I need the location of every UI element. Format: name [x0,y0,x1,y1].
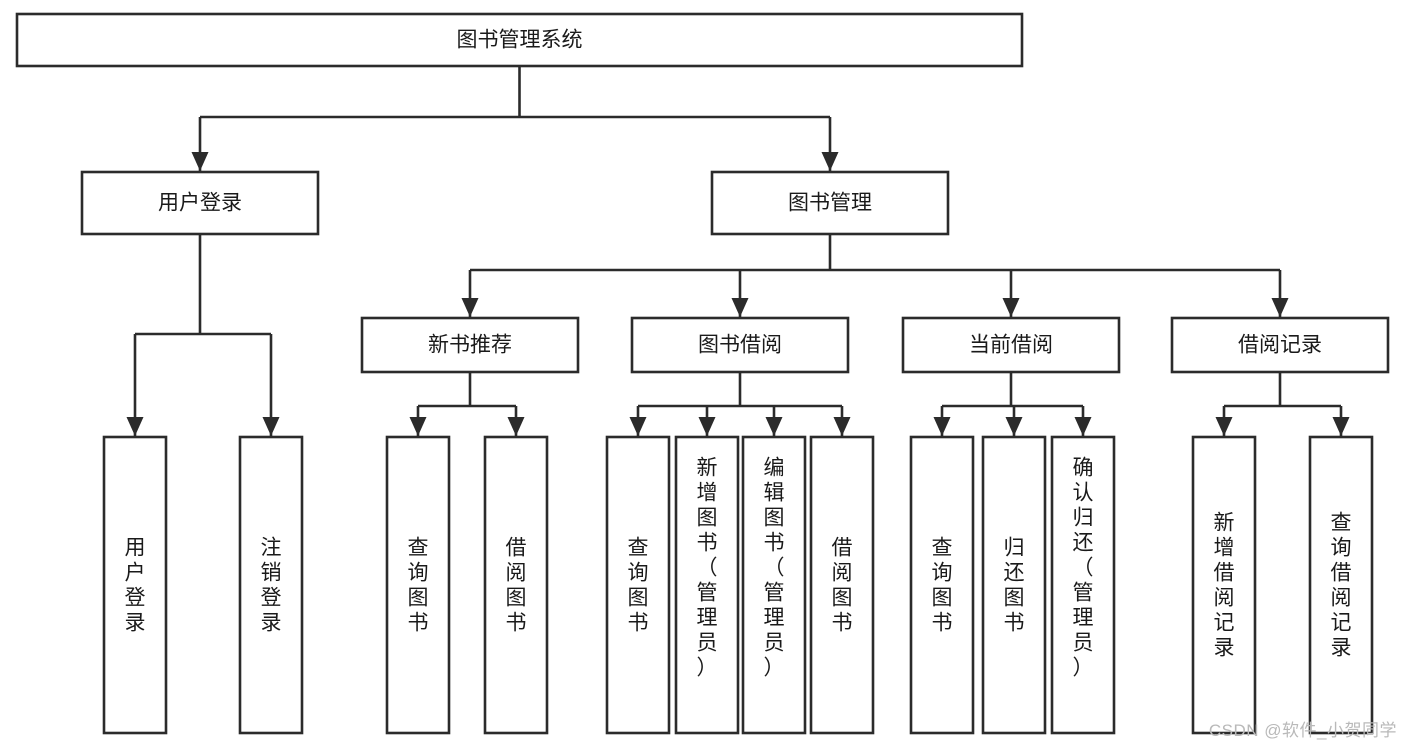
node-box-leaf-borrow-book-1 [483,435,549,735]
node-leaf-query-book-1[interactable]: 查询图书 [385,435,451,735]
arrow-head-icon [409,417,427,436]
node-label-root: 图书管理系统 [457,29,583,52]
watermark-label: CSDN @软件_小贺同学 [1208,721,1397,740]
node-label-leaf-query-record: 查询借阅记录 [1331,512,1352,660]
node-box-leaf-confirm-return [1050,435,1116,735]
node-label-current-borrow: 当前借阅 [969,334,1053,357]
arrow-head-icon [461,298,479,317]
arrow-head-icon [126,417,144,436]
node-box-leaf-query-book-3 [909,435,975,735]
node-leaf-query-book-3[interactable]: 查询图书 [909,435,975,735]
node-label-user-login: 用户登录 [158,192,242,215]
node-label-leaf-borrow-book-2: 借阅图书 [832,537,853,635]
node-current-borrow[interactable]: 当前借阅 [901,316,1121,374]
node-label-leaf-edit-book: 编辑图书（管理员） [764,457,785,680]
arrow-head-icon [1005,417,1023,436]
node-label-leaf-query-book-3: 查询图书 [932,537,953,635]
node-box-root [15,12,1024,68]
arrow-head-icon [833,417,851,436]
arrow-head-icon [765,417,783,436]
node-label-book-borrow: 图书借阅 [698,334,782,357]
node-leaf-user-login[interactable]: 用户登录 [102,435,168,735]
node-leaf-add-book[interactable]: 新增图书（管理员） [674,435,740,735]
node-box-user-login [80,170,320,236]
node-root[interactable]: 图书管理系统 [15,12,1024,68]
node-layer: 图书管理系统用户登录图书管理新书推荐图书借阅当前借阅借阅记录用户登录注销登录查询… [15,12,1390,735]
node-label-leaf-return-book: 归还图书 [1004,537,1025,635]
node-book-manage[interactable]: 图书管理 [710,170,950,236]
node-box-leaf-return-book [981,435,1047,735]
node-leaf-query-record[interactable]: 查询借阅记录 [1308,435,1374,735]
arrow-head-icon [698,417,716,436]
node-leaf-borrow-book-2[interactable]: 借阅图书 [809,435,875,735]
node-box-leaf-edit-book [741,435,807,735]
node-box-leaf-add-book [674,435,740,735]
node-box-leaf-user-logout [238,435,304,735]
node-box-book-borrow [630,316,850,374]
node-borrow-record[interactable]: 借阅记录 [1170,316,1390,374]
node-label-book-manage: 图书管理 [788,192,872,215]
node-box-leaf-query-book-1 [385,435,451,735]
node-box-leaf-query-record [1308,435,1374,735]
arrow-head-icon [1215,417,1233,436]
node-box-book-manage [710,170,950,236]
connector-layer [126,66,1350,436]
node-leaf-query-book-2[interactable]: 查询图书 [605,435,671,735]
arrow-head-icon [821,152,839,171]
arrow-head-icon [1002,298,1020,317]
node-box-current-borrow [901,316,1121,374]
node-book-borrow[interactable]: 图书借阅 [630,316,850,374]
node-label-leaf-query-book-2: 查询图书 [628,537,649,635]
node-user-login[interactable]: 用户登录 [80,170,320,236]
node-leaf-edit-book[interactable]: 编辑图书（管理员） [741,435,807,735]
arrow-head-icon [933,417,951,436]
node-new-book-recommend[interactable]: 新书推荐 [360,316,580,374]
node-label-leaf-user-login: 用户登录 [125,537,146,635]
node-leaf-return-book[interactable]: 归还图书 [981,435,1047,735]
node-box-borrow-record [1170,316,1390,374]
node-box-leaf-user-login [102,435,168,735]
arrow-head-icon [629,417,647,436]
arrow-head-icon [191,152,209,171]
arrow-head-icon [731,298,749,317]
node-box-leaf-query-book-2 [605,435,671,735]
arrow-head-icon [1074,417,1092,436]
node-label-leaf-borrow-book-1: 借阅图书 [506,537,527,635]
node-label-borrow-record: 借阅记录 [1238,334,1322,357]
arrow-head-icon [1271,298,1289,317]
node-label-leaf-add-record: 新增借阅记录 [1214,512,1235,660]
arrow-head-icon [507,417,525,436]
node-label-leaf-confirm-return: 确认归还（管理员） [1073,457,1094,680]
node-box-new-book-recommend [360,316,580,374]
node-box-leaf-add-record [1191,435,1257,735]
arrow-head-icon [262,417,280,436]
node-label-leaf-user-logout: 注销登录 [261,537,282,635]
node-label-new-book-recommend: 新书推荐 [428,334,512,357]
node-leaf-borrow-book-1[interactable]: 借阅图书 [483,435,549,735]
node-label-leaf-add-book: 新增图书（管理员） [697,457,718,680]
node-leaf-user-logout[interactable]: 注销登录 [238,435,304,735]
node-box-leaf-borrow-book-2 [809,435,875,735]
arrow-head-icon [1332,417,1350,436]
node-label-leaf-query-book-1: 查询图书 [408,537,429,635]
node-leaf-add-record[interactable]: 新增借阅记录 [1191,435,1257,735]
node-leaf-confirm-return[interactable]: 确认归还（管理员） [1050,435,1116,735]
